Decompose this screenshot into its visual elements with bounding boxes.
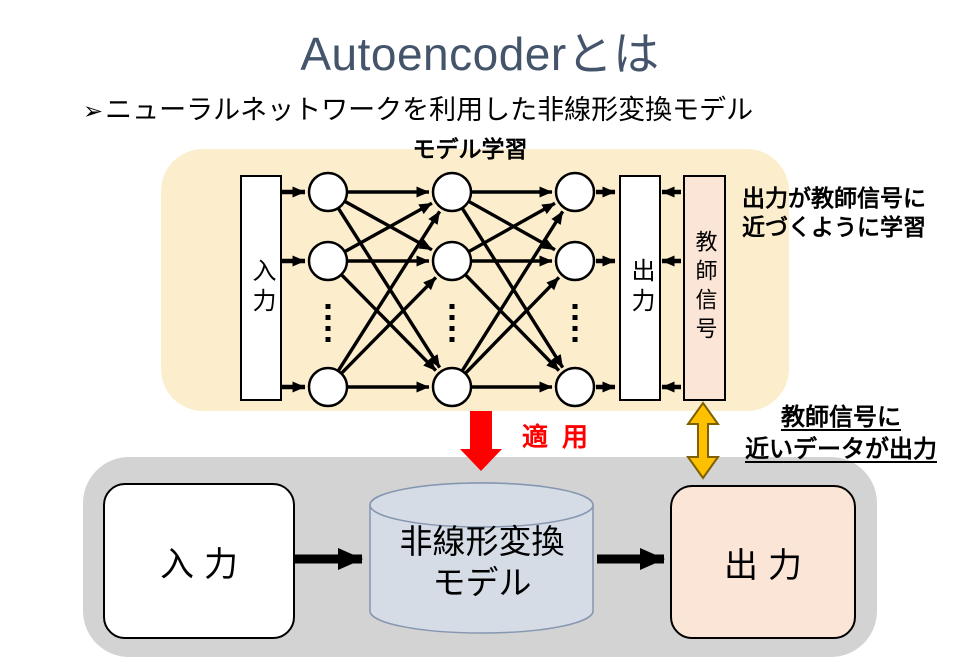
result-note-line1: 教師信号に (781, 404, 901, 431)
result-note-line2: 近いデータが出力 (745, 436, 937, 463)
inference-input-box: 入力 (103, 483, 295, 639)
bullet-line: ➢ニューラルネットワークを利用した非線形変換モデル (83, 94, 753, 128)
inference-output-label: 出力 (724, 546, 812, 585)
page-title: Autoencoderとは (300, 28, 660, 80)
learning-input-label: 入力 (248, 258, 275, 318)
model-cylinder-label: 非線形変換 モデル (371, 521, 593, 603)
inference-input-label: 入力 (160, 545, 248, 584)
teacher-signal-label: 教師信号 (692, 230, 718, 346)
learning-output-label: 出力 (627, 258, 654, 318)
inference-output-box: 出力 (670, 485, 856, 639)
learning-note: 出力が教師信号に 近づくように学習 (742, 184, 926, 242)
result-note: 教師信号に 近いデータが出力 (723, 402, 959, 466)
bullet-text: ニューラルネットワークを利用した非線形変換モデル (105, 95, 754, 125)
apply-label: 適用 (522, 422, 603, 452)
learning-output-box: 出力 (619, 175, 661, 401)
learning-note-line1: 出力が教師信号に (742, 185, 926, 211)
model-learning-label: モデル学習 (412, 136, 528, 162)
model-label-line1: 非線形変換 (399, 523, 565, 560)
learning-note-line2: 近づくように学習 (742, 214, 926, 240)
learning-input-box: 入力 (240, 175, 282, 401)
bullet-arrow-icon: ➢ (83, 98, 104, 125)
model-label-line2: モデル (432, 564, 532, 601)
teacher-signal-box: 教師信号 (683, 175, 726, 401)
